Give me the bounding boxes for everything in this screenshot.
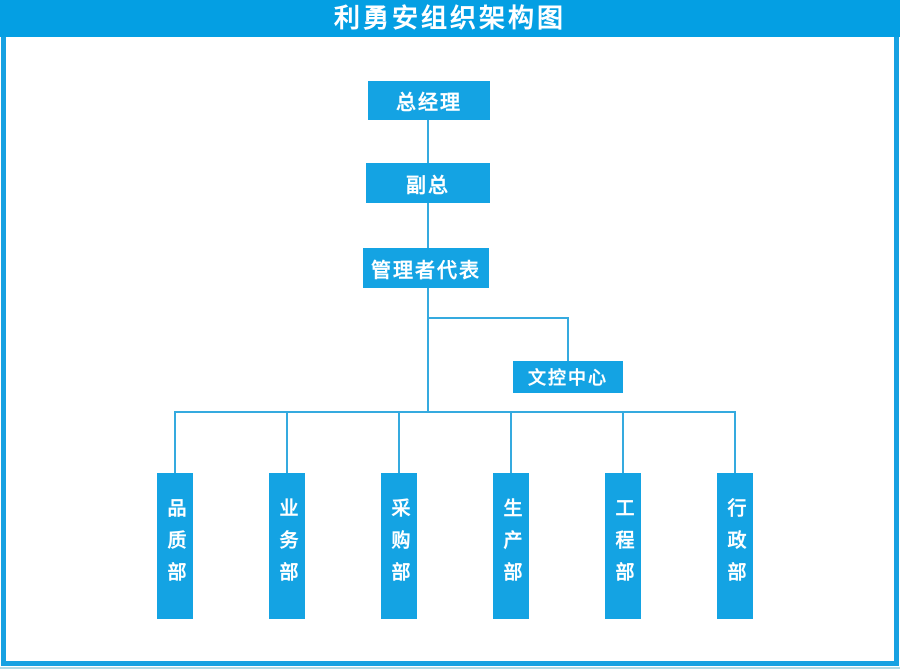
node-dept-production: 生产部: [493, 473, 529, 619]
node-dept-purchasing: 采购部: [381, 473, 417, 619]
node-deputy-general: 副总: [366, 163, 490, 203]
connector-rep-mainline: [427, 288, 429, 413]
connector-branch-doccenter: [567, 317, 569, 361]
node-management-representative: 管理者代表: [363, 248, 489, 288]
connector-drop-dept-4: [510, 411, 512, 473]
bottom-edge-divider: [0, 667, 900, 669]
connector-departments-rail: [174, 411, 736, 413]
node-dept-business: 业务部: [269, 473, 305, 619]
content-frame: [1, 37, 899, 666]
header-bar: 利勇安组织架构图: [0, 0, 900, 37]
node-dept-administration: 行政部: [717, 473, 753, 619]
node-dept-quality: 品质部: [157, 473, 193, 619]
connector-deputy-rep: [427, 203, 429, 248]
connector-drop-dept-1: [174, 411, 176, 473]
connector-branch-horizontal: [427, 317, 569, 319]
connector-drop-dept-6: [734, 411, 736, 473]
node-general-manager: 总经理: [368, 81, 490, 120]
connector-drop-dept-5: [622, 411, 624, 473]
connector-drop-dept-2: [286, 411, 288, 473]
page-title: 利勇安组织架构图: [333, 3, 566, 33]
connector-root-deputy: [427, 120, 429, 163]
node-dept-engineering: 工程部: [605, 473, 641, 619]
node-document-control-center: 文控中心: [513, 361, 623, 393]
connector-drop-dept-3: [398, 411, 400, 473]
